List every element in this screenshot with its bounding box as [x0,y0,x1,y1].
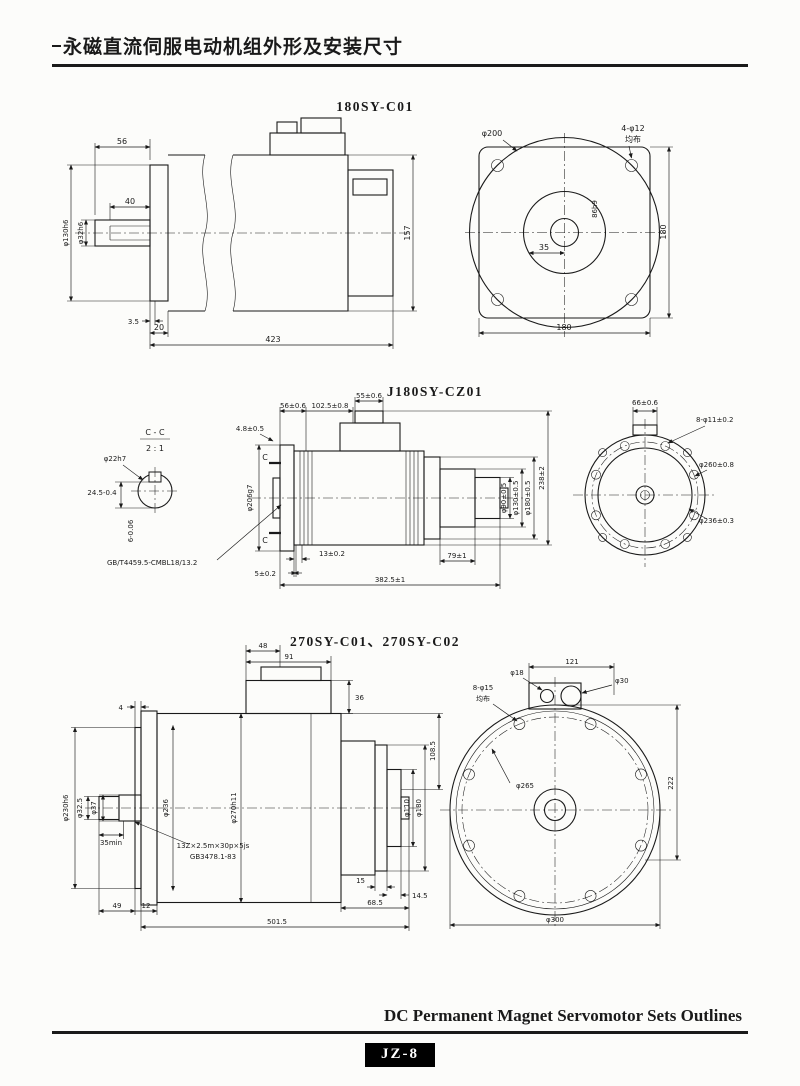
rear-view-dimensions: 66±0.6 8-φ11±0.2 φ260±0.8 φ236±0.3 [632,399,734,525]
drawing-180sy-c01: 180SY-C01 56 40 φ32h6 [62,99,673,349]
dim-shaft-dia: φ32h6 [77,221,85,244]
dim-top-102: 102.5±0.8 [311,402,348,410]
dim-dia-90: φ90±0.5 [500,483,508,514]
dim-spigot-dia: φ230h6 [62,794,70,821]
dim-bolt-circle-265: φ265 [516,782,534,790]
dim-body-dia: φ270h11 [230,792,238,823]
dim-shaft-dia1: φ32.5 [76,798,84,818]
motor-side-view: C C [251,410,523,552]
dim-step-4: 4 [119,704,124,712]
section-mark-c-top: C [262,453,268,462]
dim-height-222: 222 [667,776,675,789]
page-number: JZ-8 [365,1043,435,1067]
dim-plug-30: φ30 [615,677,629,685]
keyway-standard-note: GB/T4459.5-CMBL18/13.2 [107,559,197,567]
dim-bore: 86h9 [591,200,599,218]
dim-flange-thk: 20 [154,323,164,332]
dim-rear-15: 15 [356,877,365,885]
dim-total-length: 501.5 [267,918,287,926]
dim-box-48: 48 [259,642,268,650]
dim-rear-height: 108.5 [429,741,437,761]
dim-spigot-dia: φ130h6 [62,219,70,246]
dim-front-holes-note: 均布 [476,694,490,703]
spline-standard: GB3478.1-83 [190,853,236,861]
dim-key-length: 40 [125,197,135,206]
dim-box-width: 66±0.6 [632,399,658,407]
header-tick [52,44,61,47]
dim-section-dia: φ22h7 [104,455,126,463]
footer-title: DC Permanent Magnet Servomotor Sets Outl… [383,1006,742,1025]
dim-height-238: 238±2 [538,466,546,490]
dim-step-48: 4.8±0.5 [236,425,264,433]
dim-front-holes: 8-φ15 [473,684,494,692]
dim-key-width: 24.5-0.4 [87,489,117,497]
dim-flange-12: 12 [142,902,151,910]
motor-side-view [75,117,410,312]
side-view-dimensions: 56 40 φ32h6 φ130h6 157 3.5 20 423 [62,137,417,349]
dim-flange-gap: 3.5 [128,318,139,326]
spline-spec: 13Z×2.5m×30p×5js [177,842,250,850]
front-view-dimensions: φ18 φ30 8-φ15 均布 121 222 φ265 φ300 [449,658,681,929]
dim-flange-dia: φ206g7 [246,485,254,512]
dim-bolt-circle: φ200 [482,129,503,138]
motor-front-view [440,677,672,927]
dim-square-height: 180 [659,224,668,239]
dim-key-min: 35min [100,839,122,847]
drawing-j180sy-cz01: J180SY-CZ01 C - C 2 : 1 φ22h7 24.5-0.4 6… [87,384,734,589]
front-view-dimensions: φ200 4-φ12 均布 86h9 35 180 180 [478,124,673,337]
dim-plug-18: φ18 [510,669,524,677]
page-header: 永磁直流伺服电动机组外形及安装尺寸 [52,32,748,67]
footer-rule [52,1031,748,1034]
dim-rear-dia2: φ180 [415,799,423,817]
dim-key-depth: 6-0.06 [127,519,135,542]
dim-square-width: 180 [556,323,571,332]
dim-dia-130: φ130±0.5 [512,481,520,516]
dim-rear-bolt-circle: φ260±0.8 [699,461,734,469]
dim-top-55: 55±0.6 [356,392,382,400]
side-view-dimensions: 56±0.6 102.5±0.8 55±0.6 4.8±0.5 φ206g7 1… [236,392,552,589]
dim-dia-180: φ180±0.5 [524,481,532,516]
dim-box-height: 36 [355,694,364,702]
dim-box-121: 121 [565,658,578,666]
dim-top-56: 56±0.6 [280,402,306,410]
dim-rear-145: 14.5 [412,892,428,900]
side-view-dimensions: 48 91 36 4 φ230h6 φ32.5 φ37 φ236 φ270h11 [62,642,443,931]
dim-shaft-49: 49 [113,902,122,910]
motor-front-view [465,133,665,337]
motor-rear-view [573,419,717,567]
dim-holes: 4-φ12 [621,124,644,133]
shaft-section-detail: C - C 2 : 1 φ22h7 24.5-0.4 6-0.06 GB/T44… [87,428,282,567]
section-scale: 2 : 1 [146,444,164,453]
dim-key-5: 5±0.2 [255,570,276,578]
dim-box-91: 91 [285,653,294,661]
drawing3-title: 270SY-C01、270SY-C02 [290,634,460,649]
motor-side-view [85,666,419,906]
dim-total-length: 382.5±1 [375,576,405,584]
dim-bore-dia: φ236 [162,798,170,817]
section-label: C - C [145,428,165,437]
dim-shaft-length: 56 [117,137,127,146]
dim-outer-dia-300: φ300 [546,916,564,924]
drawing2-title: J180SY-CZ01 [387,384,483,399]
section-mark-c-bottom: C [262,536,268,545]
dim-height-157: 157 [403,225,412,240]
dim-holes-note: 均布 [625,134,641,144]
dim-tacho-length: 79±1 [447,552,466,560]
dim-total-length: 423 [265,335,280,344]
page-title: 永磁直流伺服电动机组外形及安装尺寸 [63,37,404,58]
dim-rear-holes: 8-φ11±0.2 [696,416,734,424]
dim-offset-35: 35 [539,243,549,252]
drawing1-title: 180SY-C01 [336,99,414,114]
dim-rear-spigot: φ236±0.3 [699,517,734,525]
dim-rear-685: 68.5 [367,899,383,907]
drawing-270sy-c01-c02: 270SY-C01、270SY-C02 48 91 36 [62,634,681,931]
dim-shaft-dia2: φ37 [90,801,98,815]
dim-rear-dia1: φ110 [403,799,411,817]
dim-key-13: 13±0.2 [319,550,345,558]
